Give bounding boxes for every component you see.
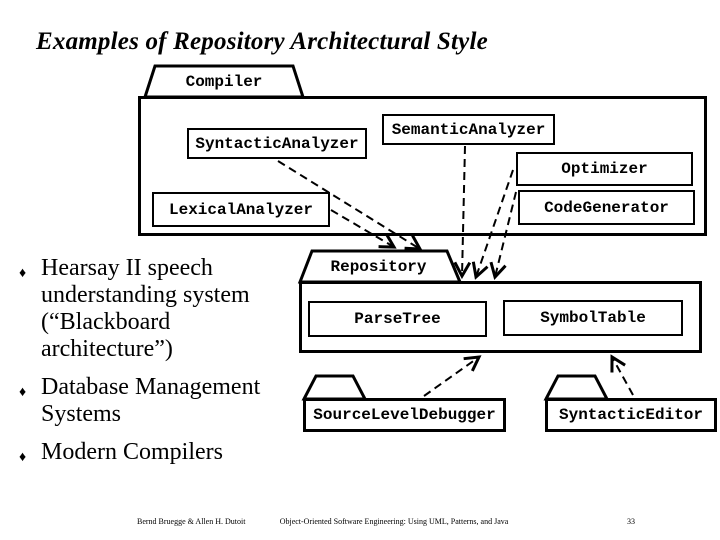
- class-box-optimizer: Optimizer: [516, 152, 693, 186]
- bullet-text: Database Management Systems: [41, 374, 261, 427]
- footer-book-title: Object-Oriented Software Engineering: Us…: [279, 517, 509, 526]
- footer-authors: Bernd Bruegge & Allen H. Dutoit: [137, 517, 246, 526]
- code-generator-label: CodeGenerator: [544, 198, 669, 217]
- footer-page-number: 33: [627, 517, 635, 526]
- semantic-analyzer-label: SemanticAnalyzer: [391, 120, 546, 139]
- bullet-item-hearsay: ♦ Hearsay II speech understanding system…: [16, 255, 278, 363]
- source-level-debugger-label: SourceLevelDebugger: [313, 406, 496, 424]
- class-box-syntactic-analyzer: SyntacticAnalyzer: [187, 128, 367, 159]
- page-title: Examples of Repository Architectural Sty…: [36, 28, 488, 55]
- edge-syntacticeditor-repository: [612, 357, 634, 396]
- class-box-symbol-table: SymbolTable: [503, 300, 683, 336]
- class-box-semantic-analyzer: SemanticAnalyzer: [382, 114, 555, 145]
- lexical-analyzer-label: LexicalAnalyzer: [168, 200, 314, 219]
- syntactic-editor-package-tab: [543, 374, 610, 401]
- diamond-bullet-icon: ♦: [19, 450, 27, 465]
- diamond-bullet-icon: ♦: [19, 385, 27, 400]
- bullet-item-compilers: ♦ Modern Compilers: [16, 439, 278, 466]
- bullet-text: Hearsay II speech understanding system (…: [41, 255, 250, 362]
- optimizer-label: Optimizer: [561, 160, 648, 178]
- repository-package-label: Repository: [330, 258, 427, 276]
- syntactic-editor-package-body: SyntacticEditor: [545, 398, 717, 432]
- bullet-item-database: ♦ Database Management Systems: [16, 374, 278, 428]
- parse-tree-label: ParseTree: [354, 310, 441, 328]
- source-level-debugger-package-tab: [301, 374, 368, 401]
- bullet-text: Modern Compilers: [41, 439, 223, 465]
- class-box-lexical-analyzer: LexicalAnalyzer: [152, 192, 330, 227]
- syntactic-editor-label: SyntacticEditor: [558, 406, 704, 424]
- diamond-bullet-icon: ♦: [19, 266, 27, 281]
- compiler-package-label: Compiler: [185, 73, 263, 91]
- syntactic-analyzer-label: SyntacticAnalyzer: [195, 134, 359, 153]
- symbol-table-label: SymbolTable: [540, 309, 646, 327]
- edge-sourceleveldebugger-repository: [423, 357, 479, 397]
- class-box-code-generator: CodeGenerator: [518, 190, 695, 225]
- bullet-list: ♦ Hearsay II speech understanding system…: [16, 255, 278, 477]
- source-level-debugger-package-body: SourceLevelDebugger: [303, 398, 506, 432]
- class-box-parse-tree: ParseTree: [308, 301, 487, 337]
